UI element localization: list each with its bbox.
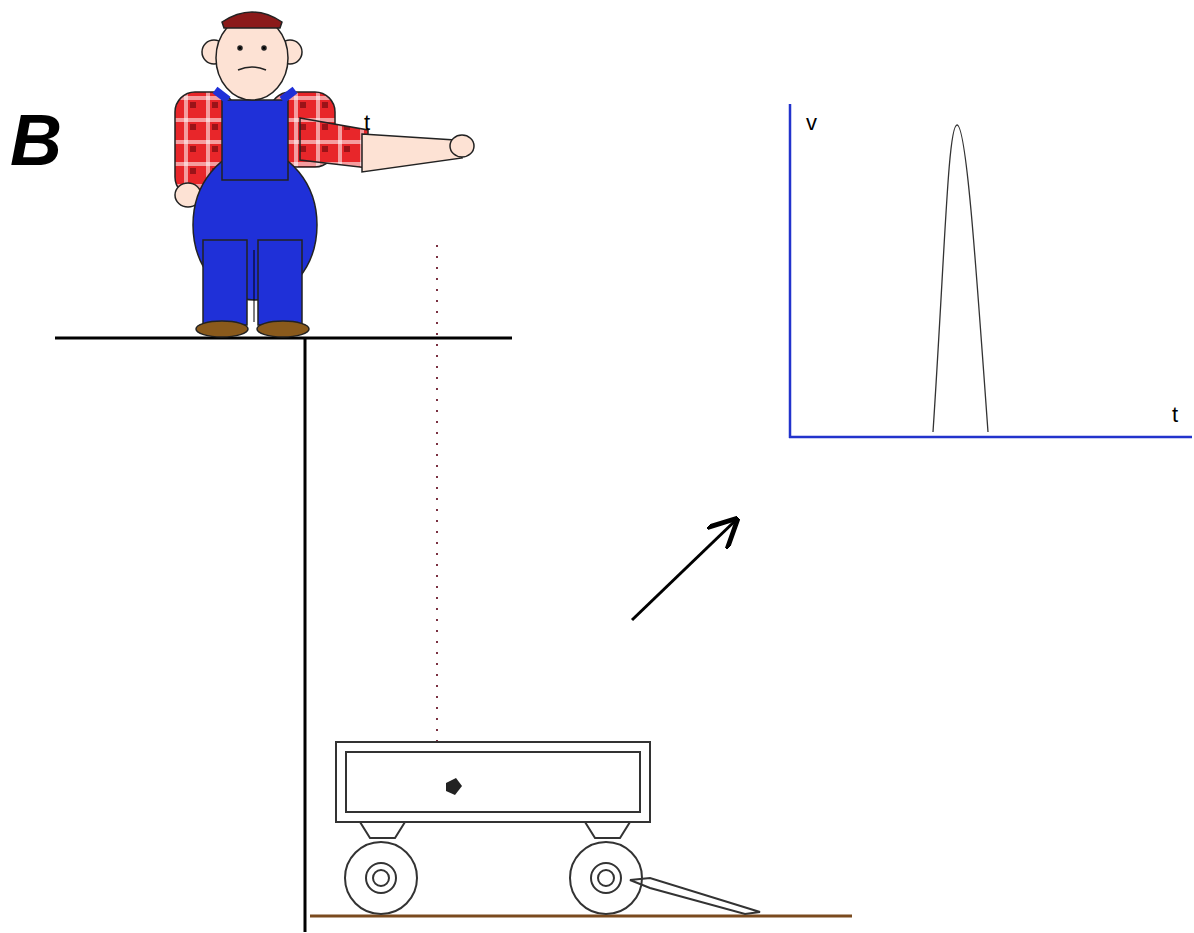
- pointer-arrow: [632, 520, 736, 620]
- axis-label: t: [1172, 404, 1178, 426]
- axis-label: v: [806, 112, 817, 134]
- velocity-peak: [933, 125, 988, 432]
- ground: [310, 915, 852, 918]
- rock: [446, 778, 462, 795]
- y-axis: [789, 104, 792, 438]
- panel-letter: B: [10, 104, 62, 176]
- wagon: [336, 742, 760, 914]
- x-axis: [789, 436, 1192, 439]
- time-label: t: [364, 112, 370, 134]
- fall-path: [436, 245, 438, 782]
- wall: [304, 338, 307, 932]
- farmer: [175, 12, 474, 337]
